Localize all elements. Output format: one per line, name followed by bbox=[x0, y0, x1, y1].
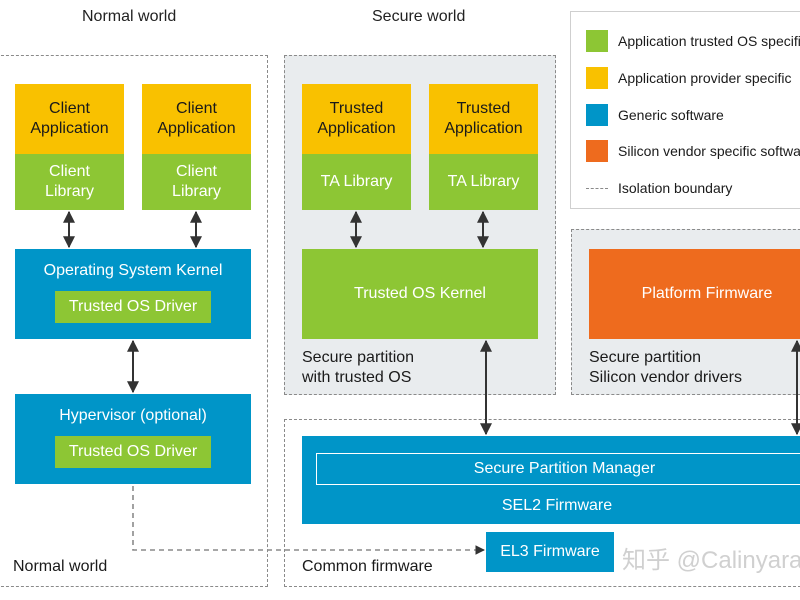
legend-label: Isolation boundary bbox=[618, 180, 733, 196]
normal-world-title: Normal world bbox=[82, 8, 177, 25]
ta-library-box: TA Library bbox=[302, 154, 411, 210]
operating-system-kernel-box: Operating System Kernel Trusted OS Drive… bbox=[15, 249, 251, 339]
secure-world-title: Secure world bbox=[372, 8, 466, 25]
legend-label: Application trusted OS specific bbox=[618, 33, 800, 49]
operating-system-kernel-label: Operating System Kernel bbox=[43, 262, 223, 279]
isolation-boundary-symbol bbox=[586, 187, 608, 189]
legend-swatch-blue bbox=[586, 104, 608, 126]
el3-firmware-box: EL3 Firmware bbox=[486, 532, 614, 572]
hypervisor-box: Hypervisor (optional) Trusted OS Driver bbox=[15, 394, 251, 484]
sel2-firmware-box: Secure Partition Manager SEL2 Firmware bbox=[302, 436, 800, 524]
watermark: 知乎 @Calinyara bbox=[622, 547, 800, 574]
common-firmware-region-label: Common firmware bbox=[302, 558, 433, 575]
vendor-partition-label: Secure partition bbox=[589, 349, 702, 366]
legend-item: Silicon vendor specific software bbox=[586, 140, 800, 162]
platform-firmware-box: Platform Firmware bbox=[589, 249, 800, 339]
legend-swatch-orange bbox=[586, 140, 608, 162]
trusted-application-box: Trusted Application bbox=[302, 84, 411, 154]
legend-label: Silicon vendor specific software bbox=[618, 143, 800, 159]
legend-item: Isolation boundary bbox=[586, 177, 732, 199]
client-application-box: Client Application bbox=[142, 84, 251, 154]
trusted-os-kernel-box: Trusted OS Kernel bbox=[302, 249, 538, 339]
vendor-partition-sublabel: Silicon vendor drivers bbox=[589, 369, 742, 386]
legend-swatch-yellow bbox=[586, 67, 608, 89]
hypervisor-label: Hypervisor (optional) bbox=[59, 407, 207, 424]
legend-swatch-green bbox=[586, 30, 608, 52]
secure-partition-manager-box: Secure Partition Manager bbox=[316, 453, 800, 485]
secure-partition-sublabel: with trusted OS bbox=[302, 369, 412, 386]
legend bbox=[570, 11, 800, 209]
sel2-firmware-label: SEL2 Firmware bbox=[501, 497, 613, 514]
client-application-box: Client Application bbox=[15, 84, 124, 154]
client-library-box: Client Library bbox=[142, 154, 251, 210]
trusted-os-driver-box: Trusted OS Driver bbox=[55, 436, 211, 468]
trusted-os-driver-box: Trusted OS Driver bbox=[55, 291, 211, 323]
legend-item: Application trusted OS specific bbox=[586, 30, 800, 52]
legend-label: Generic software bbox=[618, 107, 724, 123]
ta-library-box: TA Library bbox=[429, 154, 538, 210]
legend-item: Application provider specific bbox=[586, 67, 792, 89]
normal-world-region-label: Normal world bbox=[13, 558, 108, 575]
secure-partition-label: Secure partition bbox=[302, 349, 415, 366]
legend-label: Application provider specific bbox=[618, 70, 792, 86]
normal-world-boundary bbox=[0, 55, 268, 587]
trusted-application-box: Trusted Application bbox=[429, 84, 538, 154]
client-library-box: Client Library bbox=[15, 154, 124, 210]
legend-item: Generic software bbox=[586, 104, 724, 126]
